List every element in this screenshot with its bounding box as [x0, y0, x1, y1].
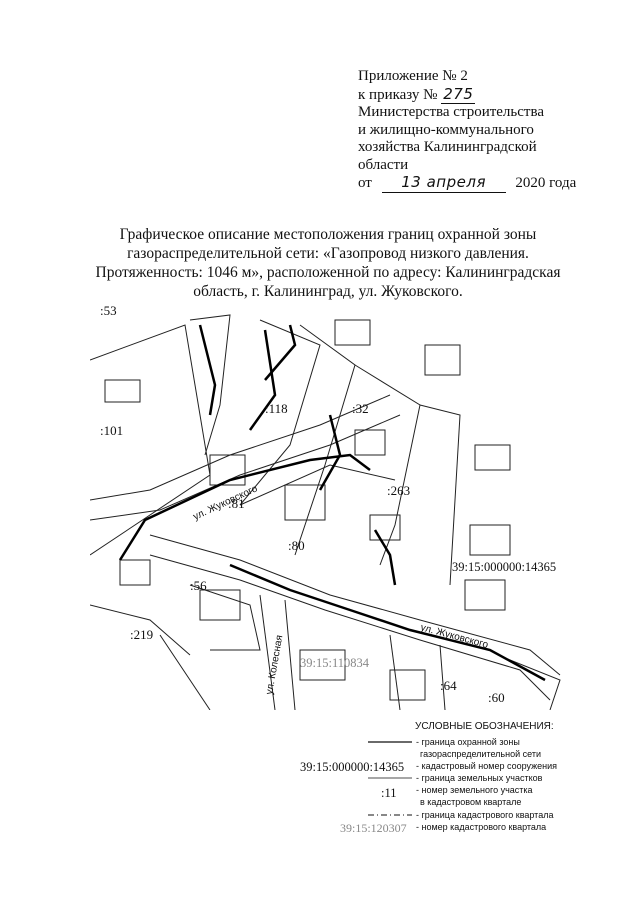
document-title: Графическое описание местоположения гран… [88, 225, 568, 301]
street-name: ул. Жуковского [419, 622, 489, 651]
parcel-label: :64 [440, 678, 457, 693]
appendix-label: Приложение № 2 [358, 68, 468, 84]
parcel-label: :80 [288, 538, 305, 553]
date-suffix: 2020 года [515, 175, 577, 191]
street-edge [90, 414, 401, 521]
parcel-boundary [189, 584, 261, 651]
parcel-boundary [90, 604, 191, 656]
order-line: к приказу № 275 [358, 84, 628, 104]
legend-item-gas-zone: - граница охранной зоны [416, 737, 520, 747]
title-line-2: газораспределительной сети: «Газопровод … [127, 245, 529, 262]
gas-zone-boundary [118, 453, 371, 561]
cadastral-structure-number: 39:15:000000:14365 [452, 560, 556, 574]
parcel-boundary [90, 324, 211, 556]
parcel-label: :56 [190, 578, 207, 593]
gas-zone-boundary [198, 324, 217, 416]
order-number-handwritten: 275 [441, 84, 476, 104]
parcel-boundary [239, 319, 321, 506]
gas-zone-boundary [229, 563, 546, 682]
parcel-boundary [189, 314, 231, 456]
building [369, 514, 401, 541]
building [389, 669, 426, 701]
legend-sample-structure-number: 39:15:000000:14365 [300, 760, 404, 774]
cadastral-map: :53 :101 :118 :32 :81 :263 :80 :56 :219 … [90, 305, 561, 710]
building [104, 379, 141, 403]
legend-item-parcel-boundary: - граница земельных участков [416, 773, 543, 783]
gas-zone-boundary [373, 529, 397, 586]
ministry-line-1: Министерства строительства [358, 104, 545, 120]
street-edge [149, 534, 561, 676]
building [469, 524, 511, 556]
order-prefix: к приказу № [358, 86, 438, 103]
building [199, 589, 241, 621]
title-line-4: область, г. Калининград, ул. Жуковского. [193, 283, 463, 300]
legend-item-parcel-number: - номер земельного участка [416, 785, 533, 795]
gas-zone-boundary [264, 324, 297, 381]
street-edge [259, 594, 276, 710]
parcel-label: :219 [130, 627, 153, 642]
ministry-line-2: и жилищно-коммунального [358, 121, 534, 138]
parcel-label: :32 [352, 401, 369, 416]
parcel-boundary [389, 634, 401, 710]
building [299, 649, 346, 681]
legend-item-parcel-number-cont: в кадастровом квартале [420, 797, 521, 807]
legend-item-structure-number: - кадастровый номер сооружения [416, 761, 557, 771]
parcel-label: :81 [228, 496, 245, 511]
legend-sample-parcel-number: :11 [381, 786, 397, 800]
parcel-boundary [509, 659, 561, 710]
parcel-boundary [239, 464, 396, 506]
legend-item-quarter-boundary: - граница кадастрового квартала [416, 810, 553, 820]
parcel-boundary [439, 644, 446, 710]
street-edge [284, 599, 296, 710]
parcel-label: :263 [387, 483, 410, 498]
parcel-label: :118 [265, 401, 288, 416]
cadastral-quarter-number: 39:15:110834 [300, 656, 370, 670]
parcel-boundary [354, 364, 421, 566]
parcel-label: :53 [100, 305, 117, 318]
title-line-3: Протяженность: 1046 м», расположенной по… [95, 264, 561, 281]
title-line-1: Графическое описание местоположения гран… [119, 226, 537, 243]
legend-sample-quarter-number: 39:15:120307 [340, 821, 407, 835]
legend-item-quarter-number: - номер кадастрового квартала [416, 822, 546, 832]
parcel-boundary [419, 404, 461, 586]
legend-title: УСЛОВНЫЕ ОБОЗНАЧЕНИЯ: [415, 721, 554, 732]
building [354, 429, 386, 456]
ministry-line-4: области [358, 156, 409, 173]
gas-zone-boundary [318, 414, 342, 491]
building [334, 319, 371, 346]
building [209, 454, 246, 486]
building [464, 579, 506, 611]
legend-item-gas-zone-cont: газораспределительной сети [420, 749, 541, 759]
parcel-label: :60 [488, 690, 505, 705]
parcel-label: :101 [100, 423, 123, 438]
date-line: от 13 апреля 2020 года [358, 173, 628, 193]
gas-zone-boundary [248, 329, 277, 431]
street-name: ул. Колесная [264, 634, 285, 695]
building [424, 344, 461, 376]
date-handwritten: 13 апреля [381, 173, 506, 193]
ministry-line-3: хозяйства Калининградской [358, 139, 537, 155]
street-name: ул. Жуковского [192, 483, 260, 523]
street-edge [149, 554, 551, 701]
parcel-boundary [294, 324, 356, 556]
document-header: Приложение № 2 к приказу № 275 Министерс… [358, 68, 628, 193]
street-edge [90, 394, 391, 501]
date-prefix: от [358, 175, 372, 191]
building [284, 484, 326, 521]
building [474, 444, 511, 471]
parcel-boundary [159, 634, 211, 710]
building [119, 559, 151, 586]
